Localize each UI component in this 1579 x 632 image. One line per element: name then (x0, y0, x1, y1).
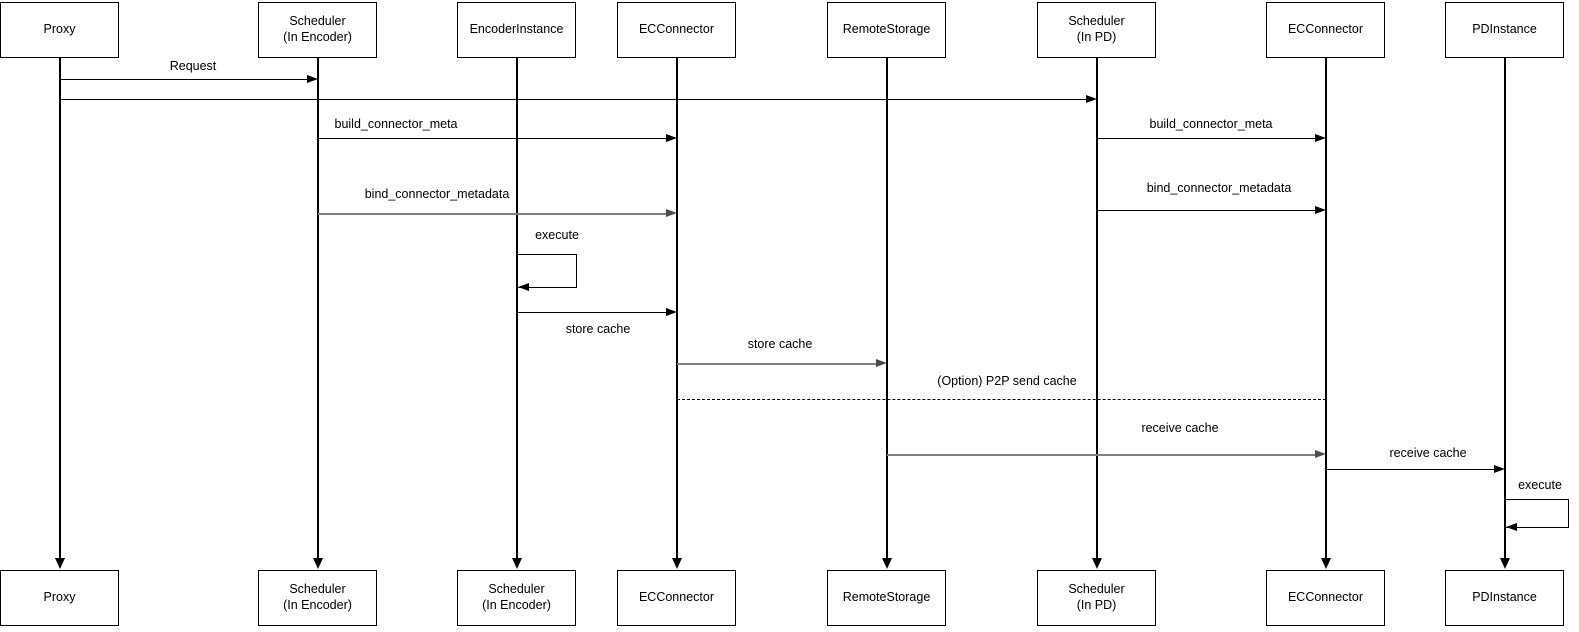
actor-label: EncoderInstance (469, 22, 564, 37)
message-build-connector-meta-pd-label: build_connector_meta (1149, 117, 1273, 131)
message-proxy-to-scheduler-pd-line (60, 99, 1088, 100)
lifeline-scheduler-encoder (317, 57, 319, 559)
lifeline-arrow-icon-ec-connector-encoder (672, 558, 682, 569)
actor-label: PDInstance (1472, 22, 1537, 37)
message-receive-cache-pdinstance-label: receive cache (1389, 446, 1467, 460)
actor-top-ec-connector-pd: ECConnector (1266, 2, 1385, 58)
actor-label: Scheduler (In Encoder) (482, 582, 551, 612)
lifeline-arrow-icon-remote-storage (882, 558, 892, 569)
actor-bottom-ec-connector-encoder: ECConnector (617, 570, 736, 626)
message-receive-cache-pdinstance-line (1326, 469, 1496, 470)
actor-top-scheduler-pd: Scheduler (In PD) (1037, 2, 1156, 58)
actor-bottom-pd-instance: PDInstance (1445, 570, 1564, 626)
message-store-cache-encoder-arrowhead-icon (666, 308, 677, 316)
lifeline-ec-connector-pd (1325, 57, 1327, 559)
message-build-connector-meta-encoder-arrowhead-icon (666, 134, 677, 142)
actor-label: ECConnector (638, 22, 715, 37)
message-receive-cache-ecconnector-line (887, 454, 1317, 456)
message-store-cache-encoder-label: store cache (565, 322, 631, 336)
message-bind-connector-metadata-pd-label: bind_connector_metadata (1146, 181, 1292, 195)
actor-bottom-scheduler-encoder-2: Scheduler (In Encoder) (457, 570, 576, 626)
message-bind-connector-metadata-pd-line (1097, 210, 1317, 211)
actor-label: ECConnector (1287, 590, 1364, 605)
actor-label: Scheduler (In Encoder) (283, 14, 352, 44)
actor-top-scheduler-encoder: Scheduler (In Encoder) (258, 2, 377, 58)
actor-label: RemoteStorage (842, 22, 931, 37)
message-bind-connector-metadata-encoder-line (318, 213, 668, 215)
actor-label: RemoteStorage (842, 590, 931, 605)
actor-top-pd-instance: PDInstance (1445, 2, 1564, 58)
self-message-execute-encoder-label: execute (535, 228, 579, 242)
message-request-arrowhead-icon (307, 75, 318, 83)
actor-label: Scheduler (In PD) (1068, 582, 1125, 612)
actor-top-remote-storage: RemoteStorage (827, 2, 946, 58)
message-store-cache-remote-line (677, 363, 878, 365)
actor-top-encoder-instance: EncoderInstance (457, 2, 576, 58)
actor-label: Proxy (43, 590, 76, 605)
lifeline-pd-instance (1504, 57, 1506, 559)
self-message-execute-pdinstance-arrowhead-icon (1506, 523, 1517, 531)
message-request-label: Request (169, 59, 217, 73)
message-build-connector-meta-pd-line (1097, 138, 1317, 139)
message-store-cache-remote-label: store cache (747, 337, 813, 351)
message-bind-connector-metadata-pd-arrowhead-icon (1315, 206, 1326, 214)
self-message-execute-encoder-loop (517, 254, 577, 288)
actor-top-proxy: Proxy (0, 2, 119, 58)
message-build-connector-meta-encoder-line (318, 138, 668, 139)
message-receive-cache-ecconnector-label: receive cache (1141, 421, 1219, 435)
self-message-execute-pdinstance-label: execute (1518, 478, 1562, 492)
lifeline-arrow-icon-encoder-instance (512, 558, 522, 569)
lifeline-proxy (59, 57, 61, 559)
lifeline-arrow-icon-pd-instance (1500, 558, 1510, 569)
actor-bottom-scheduler-pd: Scheduler (In PD) (1037, 570, 1156, 626)
actor-bottom-ec-connector-pd: ECConnector (1266, 570, 1385, 626)
lifeline-arrow-icon-ec-connector-pd (1321, 558, 1331, 569)
lifeline-remote-storage (886, 57, 888, 559)
message-proxy-to-scheduler-pd-arrowhead-icon (1086, 95, 1097, 103)
message-p2p-send-cache-line (677, 399, 1326, 400)
message-receive-cache-ecconnector-arrowhead-icon (1315, 450, 1326, 458)
lifeline-arrow-icon-scheduler-pd (1092, 558, 1102, 569)
lifeline-arrow-icon-scheduler-encoder (313, 558, 323, 569)
actor-top-ec-connector-encoder: ECConnector (617, 2, 736, 58)
message-store-cache-encoder-line (517, 312, 668, 313)
self-message-execute-pdinstance-loop (1505, 499, 1569, 528)
message-receive-cache-pdinstance-arrowhead-icon (1494, 465, 1505, 473)
message-store-cache-remote-arrowhead-icon (876, 359, 887, 367)
message-bind-connector-metadata-encoder-arrowhead-icon (666, 209, 677, 217)
actor-bottom-remote-storage: RemoteStorage (827, 570, 946, 626)
message-request-line (60, 79, 309, 80)
message-build-connector-meta-pd-arrowhead-icon (1315, 134, 1326, 142)
actor-label: ECConnector (638, 590, 715, 605)
actor-label: Scheduler (In Encoder) (283, 582, 352, 612)
lifeline-scheduler-pd (1096, 57, 1098, 559)
lifeline-encoder-instance (516, 57, 518, 559)
actor-label: Proxy (43, 22, 76, 37)
lifeline-arrow-icon-proxy (55, 558, 65, 569)
self-message-execute-encoder-arrowhead-icon (518, 283, 529, 291)
actor-label: ECConnector (1287, 22, 1364, 37)
message-p2p-send-cache-label: (Option) P2P send cache (937, 374, 1077, 388)
message-bind-connector-metadata-encoder-label: bind_connector_metadata (364, 187, 510, 201)
actor-label: PDInstance (1472, 590, 1537, 605)
actor-label: Scheduler (In PD) (1068, 14, 1125, 44)
actor-bottom-scheduler-encoder: Scheduler (In Encoder) (258, 570, 377, 626)
actor-bottom-proxy: Proxy (0, 570, 119, 626)
message-build-connector-meta-encoder-label: build_connector_meta (334, 117, 458, 131)
